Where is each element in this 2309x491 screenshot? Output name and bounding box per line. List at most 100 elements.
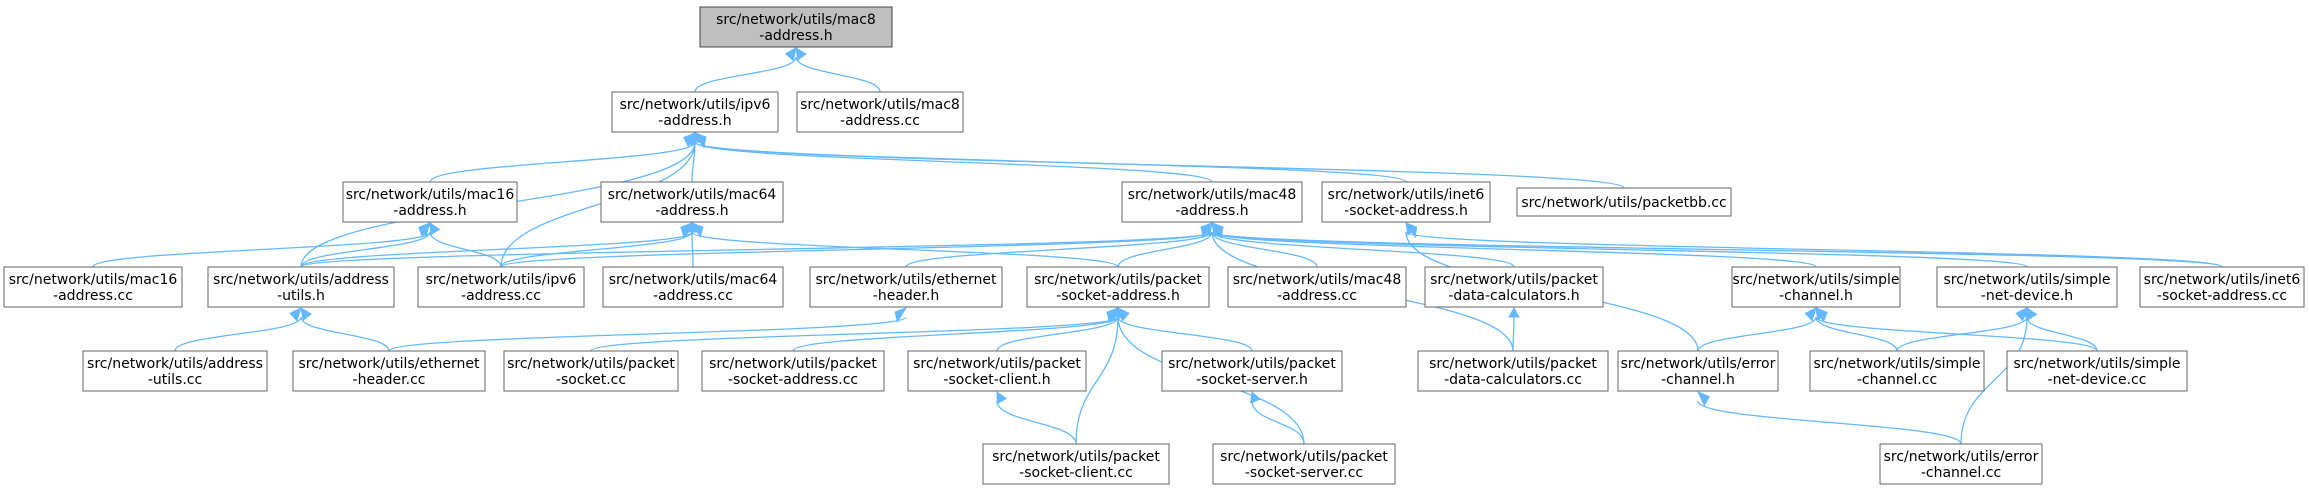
node-pdc-cc[interactable]: src/network/utils/packet-data-calculator… <box>1417 350 1609 392</box>
node-label-line: src/network/utils/mac64 <box>608 187 777 203</box>
node-label-line: -socket-server.h <box>1196 372 1308 388</box>
edge-ipv6_h-to-mac16_h <box>429 132 697 183</box>
node-snd-h[interactable]: src/network/utils/simple-net-device.h <box>1936 266 2118 308</box>
node-mac16-h[interactable]: src/network/utils/mac16-address.h <box>342 181 518 223</box>
node-ethernet-h[interactable]: src/network/utils/ethernet-header.h <box>809 266 1003 308</box>
node-ps-cc[interactable]: src/network/utils/packet-socket.cc <box>503 350 679 392</box>
node-label-line: -data-calculators.h <box>1448 288 1579 304</box>
node-psclient-h[interactable]: src/network/utils/packet-socket-client.h <box>907 350 1087 392</box>
node-label-line: -utils.cc <box>148 372 202 388</box>
node-psserver-h[interactable]: src/network/utils/packet-socket-server.h <box>1161 350 1343 392</box>
node-box <box>1026 266 1210 308</box>
node-mac64-cc[interactable]: src/network/utils/mac64-address.cc <box>602 266 784 308</box>
node-box <box>2006 350 2188 392</box>
node-mac48-cc[interactable]: src/network/utils/mac48-address.cc <box>1227 266 1407 308</box>
edge-mac48_h-to-inet6_cc <box>1210 221 2223 268</box>
edge-snd_h-to-snd_cc <box>2026 307 2098 352</box>
node-label-line: src/network/utils/address <box>87 356 263 372</box>
node-box <box>1424 266 1604 308</box>
node-errch-cc[interactable]: src/network/utils/error-channel.cc <box>1879 443 2043 485</box>
node-label-line: src/network/utils/packet <box>709 356 877 372</box>
node-box <box>602 266 784 308</box>
node-box <box>1212 443 1396 485</box>
edge-snd_h-to-errch_cc <box>1960 306 2032 445</box>
node-psa-h[interactable]: src/network/utils/packet-socket-address.… <box>1026 266 1210 308</box>
node-label-line: -address.h <box>393 203 466 219</box>
edge-errch_h-to-errch_cc <box>1696 391 1962 445</box>
node-label-line: -header.h <box>873 288 939 304</box>
node-label-line: -address.cc <box>653 288 733 304</box>
node-mac16-cc[interactable]: src/network/utils/mac16-address.cc <box>3 266 183 308</box>
node-pdc-h[interactable]: src/network/utils/packet-data-calculator… <box>1424 266 1604 308</box>
edge-psa_h-to-psserver_h <box>1117 307 1253 352</box>
node-box <box>1617 350 1779 392</box>
node-sch-cc[interactable]: src/network/utils/simple-channel.cc <box>1809 350 1985 392</box>
node-box <box>809 266 1003 308</box>
node-errch-h[interactable]: src/network/utils/error-channel.h <box>1617 350 1779 392</box>
node-box <box>699 6 893 48</box>
node-snd-cc[interactable]: src/network/utils/simple-net-device.cc <box>2006 350 2188 392</box>
node-label-line: src/network/utils/ipv6 <box>426 272 577 288</box>
node-label-line: src/network/utils/packet <box>507 356 675 372</box>
node-ipv6-cc[interactable]: src/network/utils/ipv6-address.cc <box>417 266 585 308</box>
node-label-line: -address.h <box>658 113 731 129</box>
edge-sch_h-to-snd_cc <box>1814 307 2098 352</box>
node-label-line: -channel.cc <box>1857 372 1937 388</box>
node-mac64-h[interactable]: src/network/utils/mac64-address.h <box>600 181 784 223</box>
node-label-line: src/network/utils/simple <box>1943 272 2110 288</box>
node-packetbb-cc[interactable]: src/network/utils/packetbb.cc <box>1516 187 1732 217</box>
node-psa-cc[interactable]: src/network/utils/packet-socket-address.… <box>701 350 885 392</box>
node-ipv6-h[interactable]: src/network/utils/ipv6-address.h <box>611 91 779 133</box>
node-label-line: src/network/utils/mac8 <box>716 12 876 28</box>
edge-mac16_h-to-ipv6_cc <box>429 222 502 268</box>
edge-mac48_h-to-ipv6_cc <box>500 221 1214 268</box>
node-label-line: src/network/utils/packetbb.cc <box>1521 195 1726 211</box>
node-box <box>1321 181 1491 223</box>
edge-addrutils_h-to-addrutils_cc <box>174 307 302 352</box>
node-box <box>1227 266 1407 308</box>
node-psclient-cc[interactable]: src/network/utils/packet-socket-client.c… <box>982 443 1170 485</box>
node-label-line: -socket-address.h <box>1344 203 1468 219</box>
node-inet6-h[interactable]: src/network/utils/inet6-socket-address.h <box>1321 181 1491 223</box>
node-addrutils-cc[interactable]: src/network/utils/address-utils.cc <box>82 350 268 392</box>
node-mac8-h[interactable]: src/network/utils/mac8-address.h <box>699 6 893 48</box>
node-box <box>1731 266 1901 308</box>
node-box <box>1161 350 1343 392</box>
node-label-line: src/network/utils/packet <box>1168 356 1336 372</box>
edge-ipv6_h-to-mac48_h <box>693 132 1213 183</box>
node-mac48-h[interactable]: src/network/utils/mac48-address.h <box>1121 181 1303 223</box>
node-label-line: -socket.cc <box>556 372 626 388</box>
node-sch-h[interactable]: src/network/utils/simple-channel.h <box>1731 266 1901 308</box>
node-box <box>82 350 268 392</box>
edge-mac48_h-to-sch_h <box>1210 221 1817 268</box>
edge-mac8_h-to-mac8_cc <box>795 47 881 93</box>
edge-snd_h-to-sch_cc <box>1896 307 2028 352</box>
node-mac8-cc[interactable]: src/network/utils/mac8-address.cc <box>796 91 964 133</box>
node-box <box>3 266 183 308</box>
node-box <box>1417 350 1609 392</box>
node-label-line: -socket-address.cc <box>728 372 858 388</box>
node-box <box>1121 181 1303 223</box>
node-label-line: src/network/utils/mac8 <box>800 97 960 113</box>
node-psserver-cc[interactable]: src/network/utils/packet-socket-server.c… <box>1212 443 1396 485</box>
node-label-line: src/network/utils/mac48 <box>1233 272 1402 288</box>
node-box <box>342 181 518 223</box>
node-label-line: src/network/utils/packet <box>913 356 1081 372</box>
edge-psa_h-to-psclient_h <box>996 307 1119 352</box>
node-box <box>292 350 486 392</box>
edge-inet6_h-to-inet6_cc <box>1404 221 2223 268</box>
edge-psa_h-to-psa_cc <box>792 307 1120 352</box>
node-label-line: src/network/utils/simple <box>2013 356 2180 372</box>
node-box <box>2139 266 2305 308</box>
node-label-line: src/network/utils/ethernet <box>299 356 480 372</box>
node-label-line: -address.cc <box>1277 288 1357 304</box>
edge-mac48_h-to-mac48_cc <box>1211 222 1318 268</box>
node-label-line: -socket-address.cc <box>2157 288 2287 304</box>
node-label-line: src/network/utils/mac16 <box>346 187 515 203</box>
node-addrutils-h[interactable]: src/network/utils/address-utils.h <box>207 266 395 308</box>
node-label-line: -utils.h <box>277 288 325 304</box>
node-ethernet-cc[interactable]: src/network/utils/ethernet-header.cc <box>292 350 486 392</box>
node-label-line: src/network/utils/inet6 <box>2144 272 2301 288</box>
node-inet6-cc[interactable]: src/network/utils/inet6-socket-address.c… <box>2139 266 2305 308</box>
